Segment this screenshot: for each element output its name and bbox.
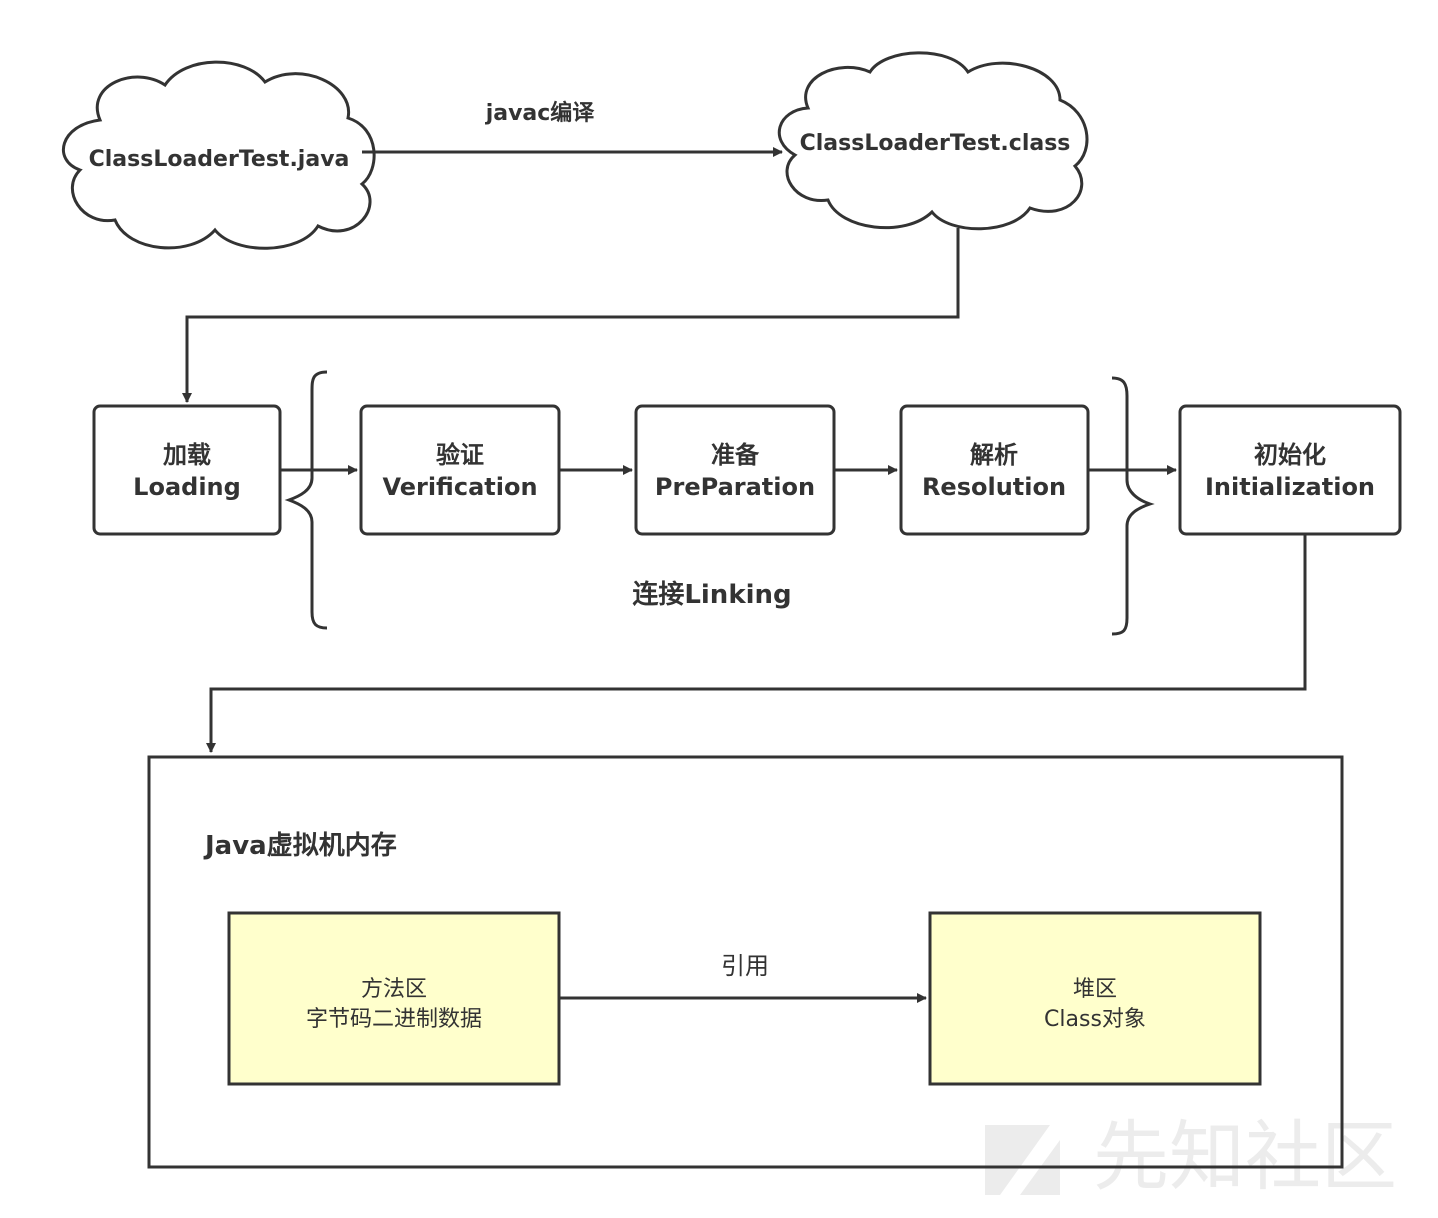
method-area-line1: 方法区: [361, 977, 427, 1002]
jvm-memory-box: [147, 755, 1344, 1169]
stage-loading-cn: 加载: [163, 441, 211, 469]
stage-loading-box: [92, 404, 282, 536]
stage-loading: 加载 Loading: [92, 404, 282, 536]
heap-line1: 堆区: [1073, 977, 1117, 1002]
jvm-memory-container: Java虚拟机内存 方法区 字节码二进制数据 引用 堆区 Class对象: [147, 755, 1344, 1169]
watermark-logo-icon: [985, 1125, 1060, 1195]
stage-preparation-cn: 准备: [711, 441, 760, 469]
stage-initialization-en: Initialization: [1205, 473, 1375, 501]
compile-label: javac编译: [485, 100, 596, 126]
class-file-label: ClassLoaderTest.class: [800, 131, 1071, 156]
stage-initialization: 初始化 Initialization: [1178, 404, 1402, 536]
stage-verification-box: [359, 404, 561, 536]
stage-preparation-en: PreParation: [655, 473, 815, 501]
stage-initialization-cn: 初始化: [1254, 441, 1326, 469]
source-cloud-shape: [62, 60, 376, 250]
stage-loading-en: Loading: [133, 473, 241, 501]
heap-box: [928, 911, 1262, 1086]
stage-resolution: 解析 Resolution: [899, 404, 1090, 536]
stage-verification-cn: 验证: [436, 441, 484, 469]
class-file-cloud: ClassLoaderTest.class: [777, 51, 1089, 231]
stage-verification: 验证 Verification: [359, 404, 561, 536]
stage-resolution-cn: 解析: [970, 441, 1018, 469]
heap-line2: Class对象: [1044, 1007, 1146, 1032]
stage-resolution-box: [899, 404, 1090, 536]
watermark-text: 先知社区: [1093, 1112, 1397, 1201]
initialization-to-memory-connector: [206, 534, 1307, 753]
stage-preparation: 准备 PreParation: [634, 404, 836, 536]
reference-label: 引用: [721, 952, 769, 980]
stage-preparation-box: [634, 404, 836, 536]
stage-initialization-box: [1178, 404, 1402, 536]
method-area-line2: 字节码二进制数据: [306, 1007, 482, 1032]
linking-label: 连接Linking: [632, 580, 791, 610]
stage-verification-en: Verification: [382, 473, 537, 501]
stage-resolution-en: Resolution: [922, 473, 1066, 501]
source-file-cloud: ClassLoaderTest.java: [62, 60, 376, 250]
method-area-box: [227, 911, 561, 1086]
linking-right-brace: [1111, 376, 1155, 636]
jvm-memory-title: Java虚拟机内存: [203, 831, 397, 861]
linking-left-brace: [284, 370, 328, 630]
source-file-label: ClassLoaderTest.java: [89, 147, 350, 172]
class-cloud-shape: [777, 51, 1089, 231]
watermark: 先知社区: [985, 1112, 1397, 1201]
class-to-loading-connector: [182, 228, 960, 403]
